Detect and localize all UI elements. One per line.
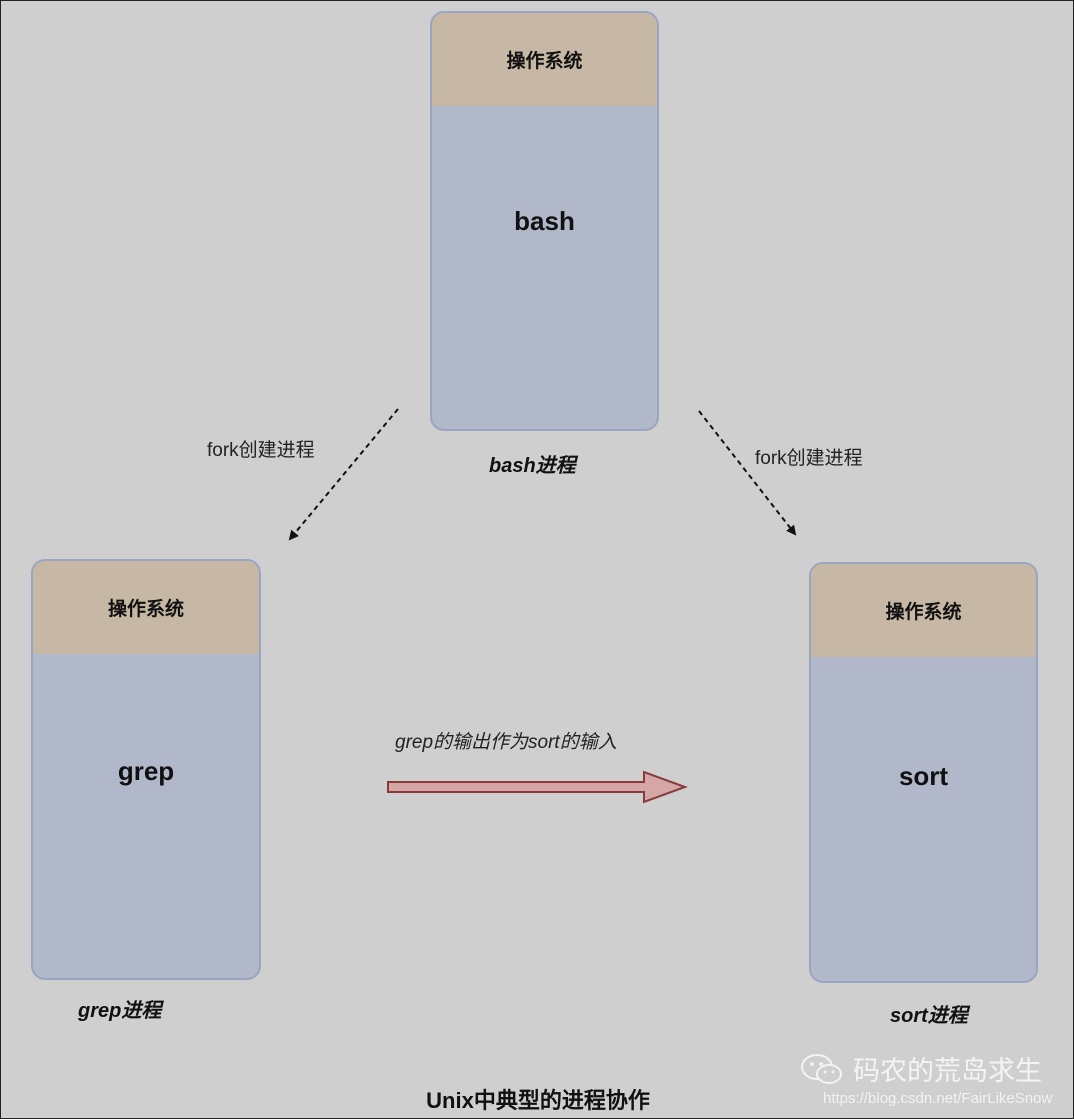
bash-process-box: 操作系统 bash — [430, 11, 659, 431]
fork-left-label: fork创建进程 — [207, 440, 315, 461]
grep-os-header: 操作系统 — [33, 561, 259, 654]
pipe-label: grep的输出作为sort的输入 — [395, 732, 617, 753]
grep-process-caption: grep进程 — [78, 1000, 162, 1022]
diagram-title: Unix中典型的进程协作 — [426, 1088, 650, 1113]
bash-os-header: 操作系统 — [432, 13, 657, 106]
bash-process-name: bash — [514, 206, 575, 236]
fork-left-arrow — [288, 408, 399, 541]
sort-process-name: sort — [898, 761, 949, 791]
pipe-arrow — [387, 770, 688, 804]
fork-right-arrow — [698, 410, 797, 536]
watermark: 码农的荒岛求生 — [799, 1049, 1042, 1088]
fork-right-label: fork创建进程 — [755, 448, 863, 469]
grep-process-name: grep — [117, 756, 175, 786]
sort-os-header: 操作系统 — [811, 564, 1036, 657]
grep-process-box: 操作系统 grep — [31, 559, 261, 980]
sort-process-caption: sort进程 — [890, 1005, 968, 1027]
sort-process-box: 操作系统 sort — [809, 562, 1038, 983]
bash-process-caption: bash进程 — [489, 455, 576, 477]
watermark-account: 码农的荒岛求生 — [853, 1056, 1042, 1086]
watermark-url: https://blog.csdn.net/FairLikeSnow — [823, 1090, 1053, 1107]
wechat-icon — [801, 1053, 842, 1084]
